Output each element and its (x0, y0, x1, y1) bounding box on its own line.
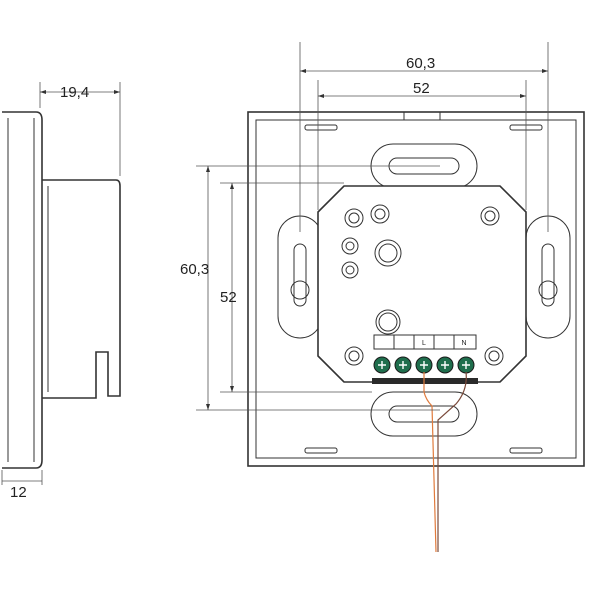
center-knob (374, 239, 402, 267)
left-mount-ear (277, 215, 323, 339)
side-view: 19,4 12 (1, 82, 121, 501)
terminal-label-n: N (461, 340, 466, 347)
screw (484, 346, 504, 366)
front-view: L N (247, 111, 585, 553)
screw (344, 346, 364, 366)
module-housing (317, 185, 527, 383)
lower-knob (375, 309, 401, 335)
dim-side-plate: 12 (10, 484, 27, 501)
terminal-block: L N (372, 334, 478, 384)
screw (480, 206, 500, 226)
screw (341, 237, 359, 255)
front-dimensions: 60,3 52 60,3 52 (180, 42, 549, 411)
wire-orange (423, 372, 437, 553)
dim-side-depth: 19,4 (60, 84, 89, 101)
side-housing (42, 179, 121, 399)
dim-left-outer: 60,3 (180, 261, 209, 278)
right-mount-ear (525, 215, 571, 339)
wire-brown (437, 371, 467, 552)
screw (344, 208, 364, 228)
dim-top-outer: 60,3 (406, 55, 435, 72)
front-outer-frame (247, 111, 585, 467)
dim-top-inner: 52 (413, 80, 430, 97)
dim-left-inner: 52 (220, 289, 237, 306)
screw (370, 204, 390, 224)
side-front-plate (2, 111, 43, 469)
terminal-label-l: L (422, 340, 426, 347)
bottom-mount-ear (370, 391, 478, 437)
screw (341, 261, 359, 279)
